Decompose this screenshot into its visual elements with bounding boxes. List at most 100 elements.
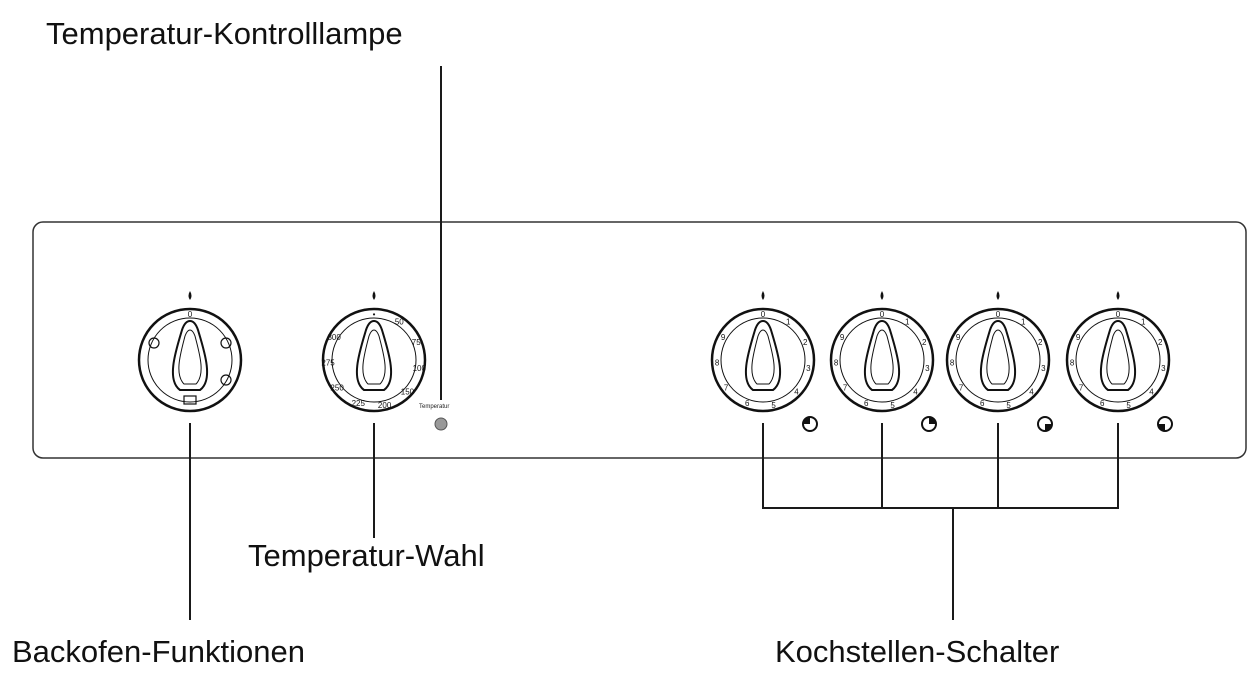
label-temperatur-wahl: Temperatur-Wahl: [248, 538, 485, 573]
dial-mark: 6: [980, 399, 985, 408]
label-kochstellen-schalter: Kochstellen-Schalter: [775, 634, 1059, 669]
oven-function-knob[interactable]: 0: [137, 291, 243, 413]
dial-mark: 3: [925, 364, 930, 373]
knob-grip[interactable]: [744, 320, 782, 391]
dial-mark: 6: [864, 399, 869, 408]
dial-mark: 0: [880, 310, 885, 319]
knob-grip-inner: [870, 329, 894, 385]
dial-mark: 275: [321, 359, 335, 368]
dial-mark: 6: [745, 399, 750, 408]
dial-mark: 5: [1126, 401, 1131, 410]
function-symbol-icon: [220, 374, 232, 386]
flame-pointer-icon: [761, 291, 765, 300]
knob-grip[interactable]: [979, 320, 1017, 391]
dial-mark: 9: [1076, 333, 1081, 342]
knob-grip-inner: [1106, 329, 1130, 385]
dial-mark: 1: [905, 318, 910, 327]
dial-mark: 8: [715, 359, 720, 368]
hob-knob-2[interactable]: 0 1 2 3 4 5 6 7 8 9: [829, 291, 935, 413]
dial-mark: 250: [330, 383, 344, 392]
leader-lines: [189, 66, 1119, 620]
dial-mark: 300: [327, 333, 341, 342]
hob-knob-1[interactable]: 0 1 2 3 4 5 6 7 8 9: [710, 291, 816, 413]
dial-inner-ring: [839, 317, 925, 403]
dial-mark: 3: [806, 364, 811, 373]
dial-mark: 8: [950, 359, 955, 368]
hob-quadrant-icon: [803, 417, 810, 424]
knob-grip-inner: [986, 329, 1010, 385]
flame-pointer-icon: [996, 291, 1000, 300]
dial-inner-ring: [1075, 317, 1161, 403]
dial-mark: 8: [1070, 359, 1075, 368]
indicator-lamp-label: Temperatur: [419, 404, 449, 410]
flame-pointer-icon: [188, 291, 192, 300]
flame-pointer-icon: [880, 291, 884, 300]
knob-grip[interactable]: [1099, 320, 1137, 391]
knob-grip[interactable]: [355, 320, 393, 391]
knob-grip[interactable]: [171, 320, 209, 391]
knob-grip-inner: [751, 329, 775, 385]
temperature-knob[interactable]: • 50 75 100 150 200 225 250 275 300: [321, 291, 427, 413]
dial-mark: 75: [412, 338, 421, 347]
dial-mark: 8: [834, 359, 839, 368]
dial-mark: 50: [395, 318, 404, 327]
dial-mark: 0: [188, 310, 193, 319]
flame-pointer-icon: [1116, 291, 1120, 300]
dial-mark: 2: [922, 338, 927, 347]
dial-mark: 2: [1038, 338, 1043, 347]
dial-mark: 5: [771, 401, 776, 410]
dial-mark: 7: [724, 383, 729, 392]
dial-mark: 1: [1021, 318, 1026, 327]
hob-quadrant-icon: [1158, 424, 1165, 431]
dial-mark: 4: [913, 388, 918, 397]
dial-mark: 7: [843, 383, 848, 392]
dial-mark: 1: [1141, 318, 1146, 327]
dial-mark: 2: [1158, 338, 1163, 347]
dial-mark: 0: [1116, 310, 1121, 319]
dial-mark: 2: [803, 338, 808, 347]
hob-quadrant-icon: [929, 417, 936, 424]
dial-inner-ring: [720, 317, 806, 403]
dial-mark: 3: [1161, 364, 1166, 373]
dial-mark: 225: [352, 399, 366, 408]
dial-mark: 4: [1029, 388, 1034, 397]
dial-mark: 200: [378, 401, 392, 410]
leader-bracket-kochstellen: [762, 423, 1119, 509]
hob-knob-4[interactable]: 0 1 2 3 4 5 6 7 8 9: [1065, 291, 1171, 413]
knob-grip-inner: [178, 329, 202, 385]
dial-mark: 100: [413, 364, 427, 373]
dial-inner-ring: [955, 317, 1041, 403]
dial-mark: 9: [956, 333, 961, 342]
dial-mark: 6: [1100, 399, 1105, 408]
dial-mark: 9: [840, 333, 845, 342]
dial-mark: •: [373, 310, 376, 319]
dial-mark: 9: [721, 333, 726, 342]
flame-pointer-icon: [372, 291, 376, 300]
hob-quadrant-icon: [1045, 424, 1052, 431]
dial-mark: 3: [1041, 364, 1046, 373]
control-panel: [32, 221, 1247, 459]
knob-grip-inner: [362, 329, 386, 385]
function-symbol-icon: [220, 337, 232, 349]
dial-mark: 5: [890, 401, 895, 410]
dial-inner-ring: [331, 317, 417, 403]
dials-layer: 0•50751001502002252502753000123456789012…: [137, 291, 1173, 432]
dial-inner-ring: [147, 317, 233, 403]
light-symbol-icon: [183, 395, 197, 405]
dial-mark: 4: [794, 388, 799, 397]
knob-grip[interactable]: [863, 320, 901, 391]
dial-mark: 0: [996, 310, 1001, 319]
dial-mark: 4: [1149, 388, 1154, 397]
label-backofen-funktionen: Backofen-Funktionen: [12, 634, 305, 669]
dial-mark: 7: [959, 383, 964, 392]
fan-symbol-icon: [148, 337, 160, 349]
dial-mark: 7: [1079, 383, 1084, 392]
label-temperatur-kontrolllampe: Temperatur-Kontrolllampe: [46, 16, 403, 51]
dial-mark: 150: [401, 388, 415, 397]
dial-mark: 1: [786, 318, 791, 327]
dial-mark: 0: [761, 310, 766, 319]
temperature-indicator-lamp: [434, 417, 448, 431]
hob-knob-3[interactable]: 0 1 2 3 4 5 6 7 8 9: [945, 291, 1051, 413]
dial-mark: 5: [1006, 401, 1011, 410]
